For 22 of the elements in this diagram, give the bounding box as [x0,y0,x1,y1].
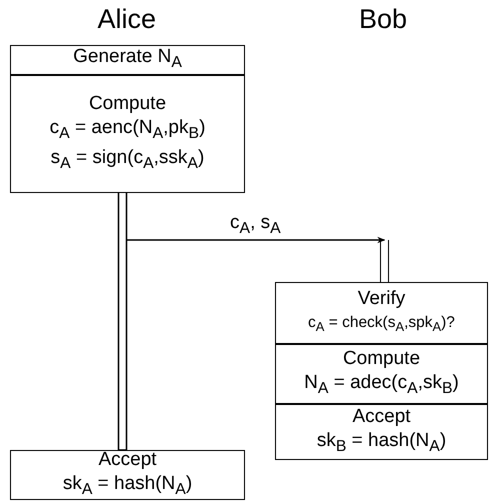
formula-text: N$_{A}$ = adec(c$_{A}$,sk$_{B}$) [304,371,459,399]
step-title: Compute [88,92,166,116]
step-box [275,282,488,344]
step-title: Compute [342,347,420,372]
message-arrow [126,236,386,244]
step-title: Verify [358,286,406,311]
step-box [275,344,488,404]
participant-name: Alice [98,4,156,35]
step-box [275,404,488,460]
step-box [10,45,245,75]
step-title: Generate N$_{A}$ [73,45,182,73]
formula-text: c$_{A}$ = aenc(N$_{A}$,pk$_{B}$) [50,116,206,144]
step-box [10,450,245,500]
step-box [10,75,245,193]
formula-text: s$_{A}$ = sign(c$_{A}$,ssk$_{A}$) [50,146,204,174]
step-title: Accept [352,405,411,430]
participant-name: Bob [359,4,408,35]
formula-text: c$_{A}$ = check(s$_{A}$,spk$_{A}$)? [308,312,455,336]
step-title: Accept [98,448,157,472]
lifeline [118,192,128,451]
formula-text: sk$_{B}$ = hash(N$_{A}$) [316,429,446,457]
formula-text: sk$_{A}$ = hash(N$_{A}$) [62,472,192,500]
